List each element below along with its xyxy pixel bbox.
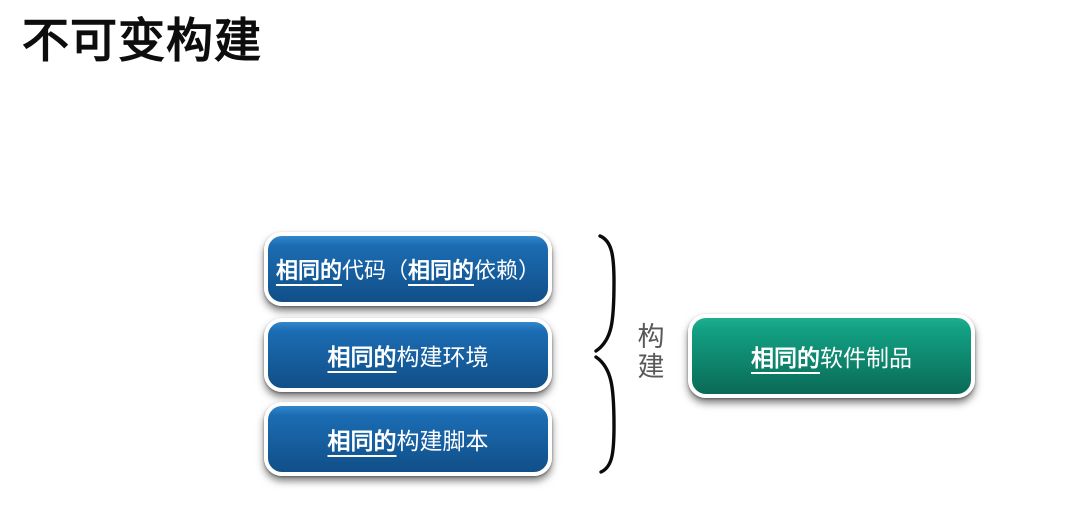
curly-brace-icon xyxy=(594,234,616,474)
box-label: 相同的构建环境 xyxy=(327,344,489,370)
box-label: 相同的软件制品 xyxy=(751,345,912,371)
output-box-same-artifact: 相同的软件制品 xyxy=(688,314,975,398)
box-label: 相同的代码（相同的依赖） xyxy=(275,258,541,283)
box-label: 相同的构建脚本 xyxy=(327,428,489,454)
input-box-same-code: 相同的代码（相同的依赖） xyxy=(264,232,552,306)
brace-label: 构建 xyxy=(637,322,665,383)
page-title: 不可变构建 xyxy=(22,14,262,67)
input-box-same-build-script: 相同的构建脚本 xyxy=(264,402,552,476)
input-box-same-build-env: 相同的构建环境 xyxy=(264,318,552,392)
